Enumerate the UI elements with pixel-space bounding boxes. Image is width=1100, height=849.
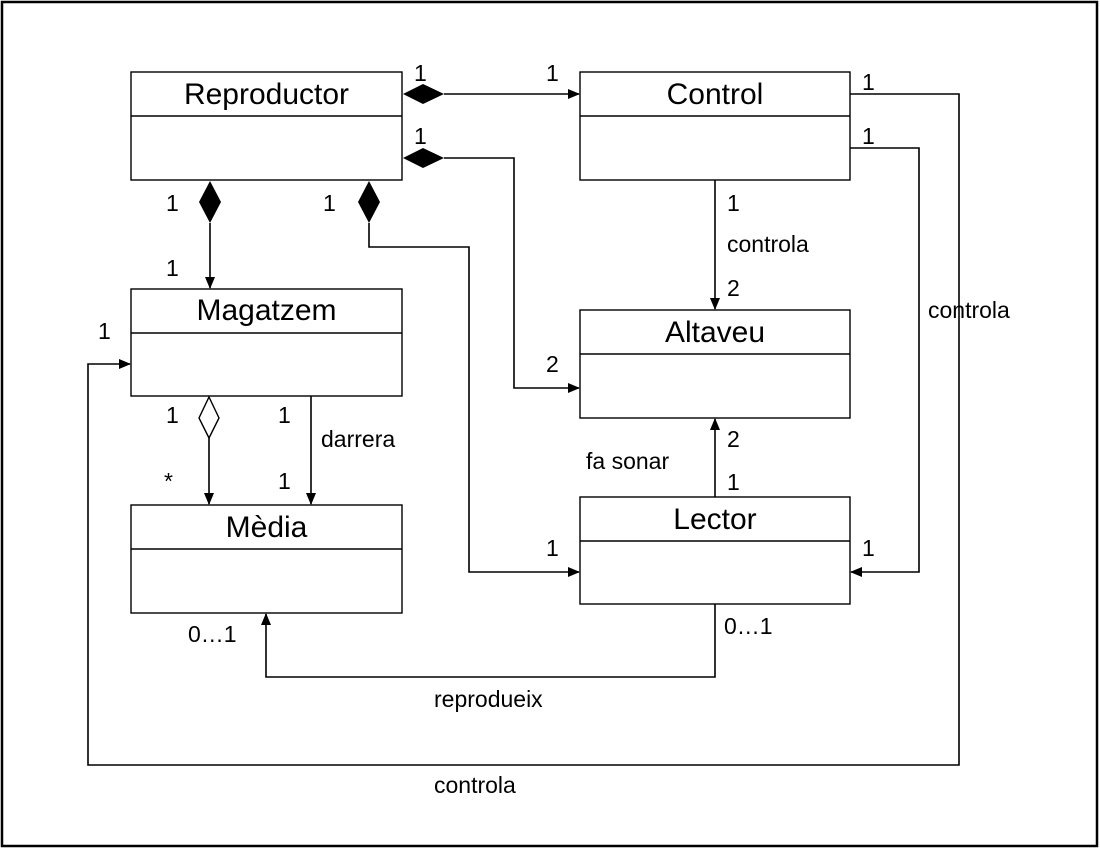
multiplicity-label: 2 [546, 351, 559, 377]
association-label: fa sonar [586, 448, 669, 474]
edge-reproductor-altaveu [444, 157, 580, 393]
association-label: controla [727, 231, 809, 257]
association-label: darrera [321, 426, 395, 452]
composition-diamond-icon [403, 148, 444, 168]
multiplicity-label: 1 [166, 255, 179, 281]
multiplicity-label: 1 [278, 402, 291, 428]
aggregation-diamond-icon [198, 395, 220, 440]
class-lector-name: Lector [673, 503, 756, 536]
class-media[interactable]: Mèdia [130, 504, 403, 614]
multiplicity-label: 0…1 [188, 621, 237, 647]
class-reproductor-name: Reproductor [184, 78, 349, 111]
class-reproductor[interactable]: Reproductor [130, 71, 403, 181]
class-magatzem-name: Magatzem [196, 294, 336, 327]
association-label: reprodueix [434, 686, 543, 712]
multiplicity-label: 1 [727, 469, 740, 495]
multiplicity-label: 1 [862, 535, 875, 561]
multiplicity-label: 1 [166, 402, 179, 428]
edge-control-lector [850, 147, 920, 577]
association-label: controla [928, 297, 1010, 323]
association-label: controla [434, 772, 516, 798]
multiplicity-label: 1 [278, 468, 291, 494]
class-control[interactable]: Control [579, 71, 851, 181]
edge-lector-media [261, 604, 716, 678]
multiplicity-label: 1 [414, 60, 427, 86]
multiplicity-label: 1 [727, 190, 740, 216]
multiplicity-label: 1 [862, 123, 875, 149]
class-magatzem[interactable]: Magatzem [130, 288, 403, 397]
multiplicity-label: * [164, 468, 173, 494]
class-media-name: Mèdia [226, 511, 308, 544]
multiplicity-label: 1 [546, 60, 559, 86]
composition-diamond-icon [403, 84, 444, 104]
multiplicity-label: 0…1 [724, 613, 773, 639]
edge-control-magatzem [87, 93, 960, 766]
multiplicity-label: 1 [98, 318, 111, 344]
class-altaveu[interactable]: Altaveu [579, 309, 851, 419]
composition-diamond-icon [358, 181, 380, 223]
multiplicity-label: 1 [323, 190, 336, 216]
multiplicity-label: 1 [414, 123, 427, 149]
multiplicity-label: 2 [727, 275, 740, 301]
edge-reproductor-lector [368, 223, 580, 577]
multiplicity-label: 1 [546, 535, 559, 561]
class-control-name: Control [667, 78, 764, 111]
class-lector[interactable]: Lector [579, 496, 851, 605]
composition-diamond-icon [199, 181, 221, 223]
multiplicity-label: 1 [166, 190, 179, 216]
class-altaveu-name: Altaveu [665, 316, 765, 349]
multiplicity-label: 1 [862, 69, 875, 95]
multiplicity-label: 2 [727, 426, 740, 452]
